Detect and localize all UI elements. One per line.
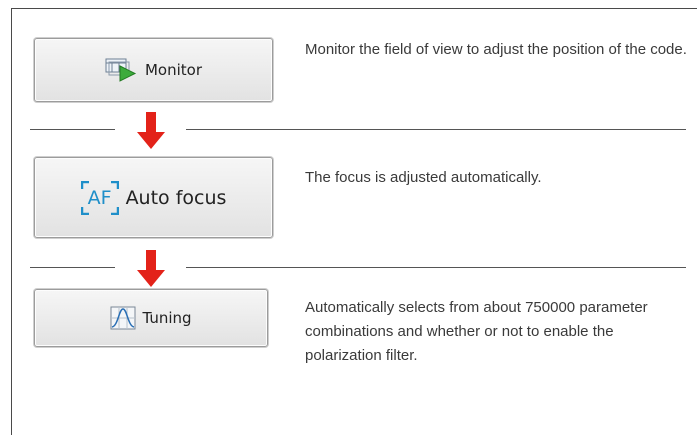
down-arrow-icon (137, 250, 165, 287)
monitor-button-label: Monitor (144, 61, 203, 79)
auto-focus-button-label: Auto focus (125, 186, 227, 209)
tuning-button[interactable]: Tuning (34, 289, 268, 347)
separator-line (186, 129, 686, 130)
af-icon-text: AF (87, 186, 112, 209)
af-bracket-icon: AF (80, 180, 119, 215)
auto-focus-description: The focus is adjusted automatically. (305, 169, 542, 186)
tuning-curve-icon (110, 306, 136, 330)
separator-line (30, 267, 115, 268)
separator-line (186, 267, 686, 268)
diagram-frame (11, 8, 697, 435)
monitor-description: Monitor the field of view to adjust the … (305, 41, 687, 58)
down-arrow-icon (137, 112, 165, 149)
tuning-description: Automatically selects from about 750000 … (305, 299, 648, 364)
separator-line (30, 129, 115, 130)
tuning-button-label: Tuning (142, 309, 192, 327)
monitor-button[interactable]: Monitor (34, 38, 273, 102)
auto-focus-button[interactable]: AF Auto focus (34, 157, 273, 238)
monitor-play-icon (105, 58, 139, 82)
